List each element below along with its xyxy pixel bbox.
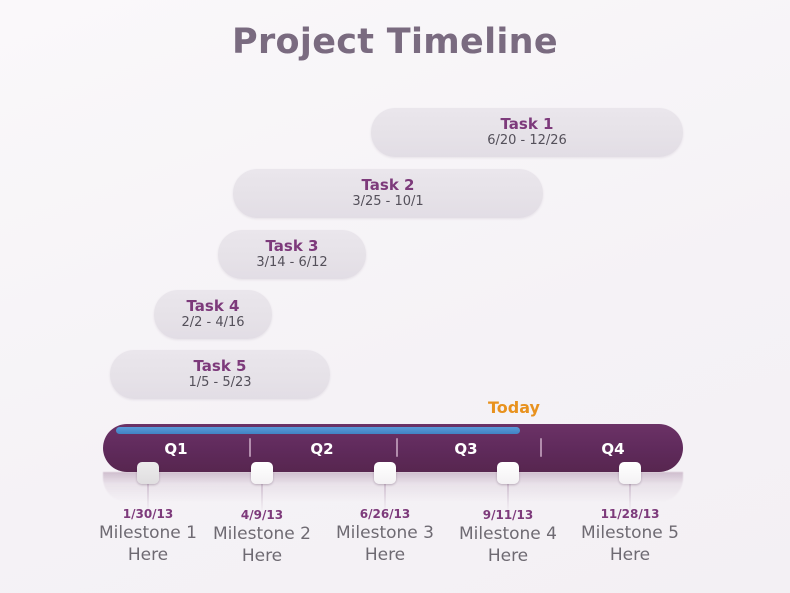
- quarter-label-q4[interactable]: Q4: [601, 440, 625, 458]
- milestone-label: Milestone 1 Here: [99, 523, 197, 565]
- milestone-marker[interactable]: [374, 462, 396, 484]
- quarter-label-q1[interactable]: Q1: [164, 440, 188, 458]
- milestone-label: Milestone 5 Here: [581, 523, 679, 565]
- milestone-date: 9/11/13: [482, 508, 534, 522]
- page-title: Project Timeline: [232, 22, 558, 62]
- quarter-label-q3[interactable]: Q3: [454, 440, 478, 458]
- milestone-label: Milestone 3 Here: [336, 523, 434, 565]
- milestone-marker[interactable]: [251, 462, 273, 484]
- quarter-divider-tick: [249, 438, 251, 457]
- task-name: Task 4: [186, 297, 240, 315]
- task-dates: 6/20 - 12/26: [487, 133, 567, 148]
- milestone-date: 11/28/13: [600, 507, 660, 521]
- today-marker-label: Today: [488, 398, 540, 417]
- progress-bar: [116, 427, 520, 434]
- task-dates: 2/2 - 4/16: [181, 315, 245, 330]
- task-dates: 3/14 - 6/12: [256, 255, 328, 270]
- task-name: Task 1: [500, 115, 554, 133]
- milestone-connector-line: [507, 472, 509, 510]
- quarter-divider-tick: [396, 438, 398, 457]
- milestone-date: 6/26/13: [359, 507, 411, 521]
- milestone-connector-line: [384, 472, 386, 510]
- milestone-label: Milestone 4 Here: [459, 524, 557, 566]
- quarter-label-q2[interactable]: Q2: [310, 440, 334, 458]
- milestone-marker[interactable]: [619, 462, 641, 484]
- milestone-connector-line: [261, 472, 263, 510]
- task-dates: 3/25 - 10/1: [352, 194, 424, 209]
- task-name: Task 3: [265, 237, 319, 255]
- milestone-label: Milestone 2 Here: [213, 524, 311, 566]
- task-name: Task 2: [361, 176, 415, 194]
- milestone-date: 4/9/13: [240, 508, 284, 522]
- milestone-connector-line: [629, 472, 631, 510]
- task-dates: 1/5 - 5/23: [188, 375, 252, 390]
- milestone-date: 1/30/13: [122, 507, 174, 521]
- milestone-marker[interactable]: [137, 462, 159, 484]
- task-name: Task 5: [193, 357, 247, 375]
- milestone-marker[interactable]: [497, 462, 519, 484]
- quarter-divider-tick: [540, 438, 542, 457]
- milestone-connector-line: [147, 472, 149, 510]
